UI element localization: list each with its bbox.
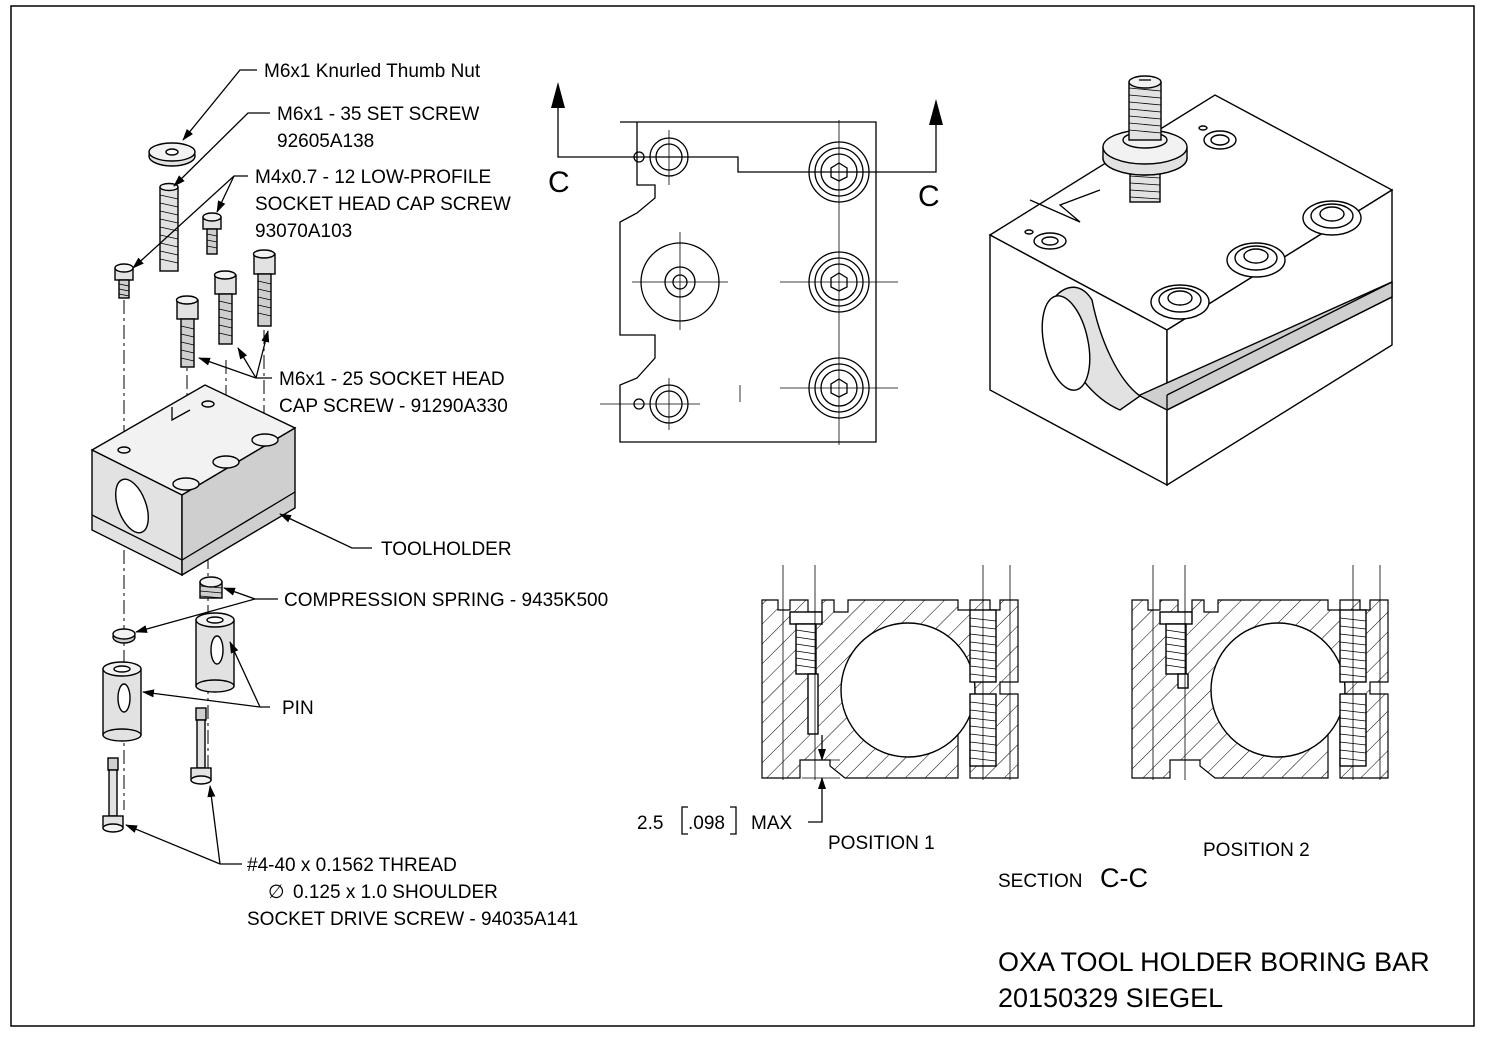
position-1-label: POSITION 1 bbox=[828, 833, 935, 854]
callout-low-profile-1: M4x0.7 - 12 LOW-PROFILE bbox=[255, 167, 491, 188]
cap-screw-part-1 bbox=[175, 295, 199, 368]
position-2-label: POSITION 2 bbox=[1203, 840, 1310, 861]
callout-cap-screw-1: M6x1 - 25 SOCKET HEAD bbox=[279, 369, 505, 390]
callout-set-screw-1: M6x1 - 35 SET SCREW bbox=[277, 104, 479, 125]
toolholder-part bbox=[90, 384, 297, 577]
callout-toolholder: TOOLHOLDER bbox=[381, 539, 512, 560]
callout-drive-screw-1: #4-40 x 0.1562 THREAD bbox=[247, 855, 457, 876]
dim-suffix: MAX bbox=[751, 813, 793, 834]
top-view: C C bbox=[548, 82, 943, 445]
exploded-view: M6x1 Knurled Thumb Nut M6x1 - 35 SET SCR… bbox=[90, 61, 608, 930]
callout-pin: PIN bbox=[282, 698, 314, 719]
section-word: SECTION bbox=[998, 871, 1082, 892]
callout-set-screw-2: 92605A138 bbox=[277, 131, 374, 152]
callout-thumb-nut: M6x1 Knurled Thumb Nut bbox=[264, 61, 481, 82]
section-position-1: 2.5 .098 MAX POSITION 1 bbox=[637, 565, 1019, 854]
callout-drive-screw-3: SOCKET DRIVE SCREW - 94035A141 bbox=[247, 909, 578, 930]
low-profile-screw-part-2 bbox=[202, 212, 222, 255]
callout-cap-screw-2: CAP SCREW - 91290A330 bbox=[279, 396, 508, 417]
cut-label-left: C bbox=[548, 166, 570, 199]
spring-part-2 bbox=[199, 576, 223, 599]
callout-low-profile-3: 93070A103 bbox=[255, 221, 352, 242]
isometric-view bbox=[988, 75, 1394, 487]
pin-part-1 bbox=[102, 661, 142, 742]
dim-value-inch: .098 bbox=[688, 813, 725, 834]
thumb-nut-part bbox=[148, 142, 196, 167]
section-id: C-C bbox=[1100, 863, 1148, 893]
cap-screw-part-2 bbox=[213, 270, 237, 345]
callout-spring: COMPRESSION SPRING - 9435K500 bbox=[284, 590, 608, 611]
section-position-2: POSITION 2 bbox=[1131, 565, 1389, 861]
pin-part-2 bbox=[195, 612, 235, 693]
spring-part-1 bbox=[112, 628, 136, 644]
callout-low-profile-2: SOCKET HEAD CAP SCREW bbox=[255, 194, 511, 215]
drawing-subtitle: 20150329 SIEGEL bbox=[998, 983, 1223, 1013]
drawing-border bbox=[10, 5, 1475, 1027]
leader-lines bbox=[125, 69, 372, 865]
drive-screw-part-2 bbox=[102, 757, 124, 833]
callout-diameter-symbol: ∅ bbox=[268, 882, 285, 903]
drawing-title: OXA TOOL HOLDER BORING BAR bbox=[998, 947, 1430, 977]
cap-screw-part-3 bbox=[252, 249, 276, 327]
callout-drive-screw-2: 0.125 x 1.0 SHOULDER bbox=[293, 882, 498, 903]
low-profile-screw-part-1 bbox=[114, 263, 134, 299]
dim-value-mm: 2.5 bbox=[637, 813, 663, 834]
cut-label-right: C bbox=[918, 180, 940, 213]
set-screw-part bbox=[159, 182, 179, 272]
drive-screw-part-1 bbox=[190, 707, 212, 785]
